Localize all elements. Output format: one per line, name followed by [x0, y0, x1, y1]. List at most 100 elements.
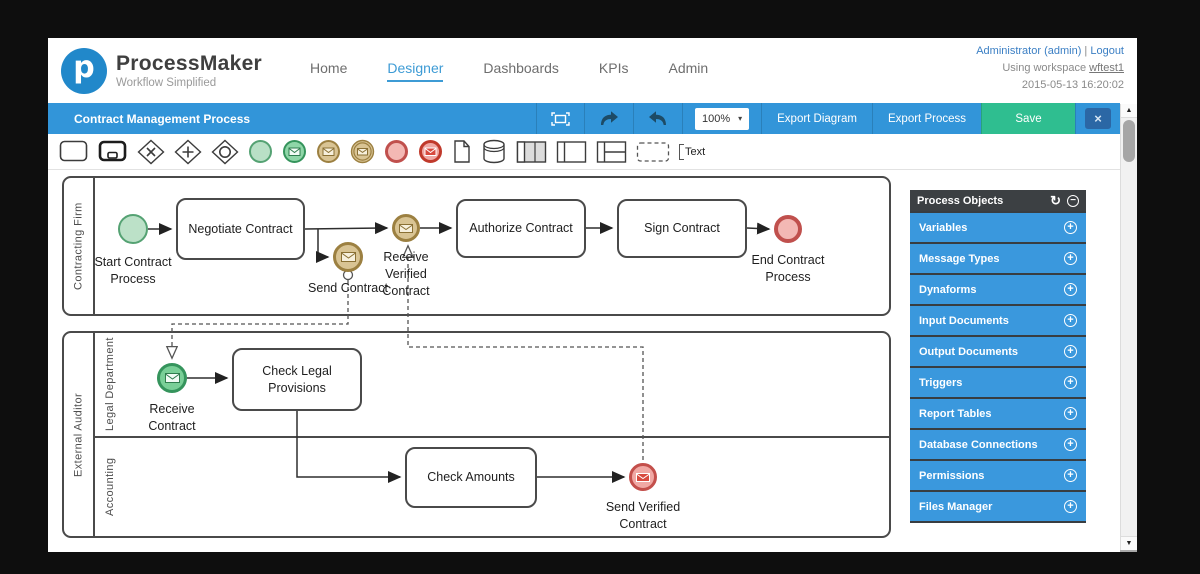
- user-info: Administrator (admin) | Logout Using wor…: [976, 43, 1124, 94]
- add-permission-icon[interactable]: +: [1064, 469, 1077, 482]
- fullscreen-icon: [551, 111, 570, 126]
- palette-pool-icon[interactable]: [556, 140, 587, 164]
- scrollbar-thumb[interactable]: [1123, 120, 1135, 162]
- task-sign-contract[interactable]: Sign Contract: [617, 199, 747, 258]
- process-objects-panel: Process Objects ↻ − Variables+ Message T…: [910, 190, 1086, 523]
- task-label: Check Amounts: [427, 470, 515, 485]
- palette-text-annotation-icon[interactable]: Text: [679, 143, 706, 160]
- send-verified-event-node[interactable]: [629, 463, 657, 491]
- add-dynaform-icon[interactable]: +: [1064, 283, 1077, 296]
- task-check-amounts[interactable]: Check Amounts: [405, 447, 537, 508]
- palette-task-icon[interactable]: [59, 140, 89, 163]
- nav-home[interactable]: Home: [310, 59, 348, 76]
- close-button-area: ×: [1075, 103, 1120, 134]
- refresh-icon[interactable]: ↻: [1050, 193, 1061, 208]
- palette-exclusive-gateway-icon[interactable]: [137, 139, 165, 165]
- workspace-prefix: Using workspace: [1002, 62, 1090, 75]
- sidebar-item-dynaforms[interactable]: Dynaforms +: [910, 275, 1086, 304]
- pool-label-band[interactable]: External Auditor: [64, 333, 95, 536]
- shape-palette: Text: [48, 134, 1120, 170]
- export-diagram-button[interactable]: Export Diagram: [761, 103, 872, 134]
- pool-contracting-firm[interactable]: Contracting Firm: [62, 176, 891, 316]
- item-label: Output Documents: [919, 345, 1018, 358]
- task-check-legal-provisions[interactable]: Check Legal Provisions: [232, 348, 362, 411]
- receive-contract-label: Receive Contract: [148, 402, 196, 433]
- logout-link[interactable]: Logout: [1090, 45, 1124, 57]
- nav-admin[interactable]: Admin: [668, 59, 709, 76]
- workspace-link[interactable]: wftest1: [1089, 62, 1124, 75]
- process-toolbar: Contract Management Process 100% ▾ Expor…: [48, 103, 1120, 134]
- processmaker-logo[interactable]: p ProcessMaker Workflow Simplified: [61, 47, 262, 94]
- vertical-scrollbar[interactable]: ▲ ▼: [1120, 104, 1137, 550]
- export-process-button[interactable]: Export Process: [872, 103, 981, 134]
- task-authorize-contract[interactable]: Authorize Contract: [456, 199, 586, 258]
- sidebar-item-message-types[interactable]: Message Types+: [910, 244, 1086, 273]
- add-database-connection-icon[interactable]: +: [1064, 438, 1077, 451]
- connectors-layer: [148, 222, 771, 483]
- sidebar-item-report-tables[interactable]: Report Tables+: [910, 399, 1086, 428]
- send-contract-label: Send Contract: [308, 281, 388, 295]
- nav-designer[interactable]: Designer: [387, 60, 444, 82]
- zoom-select[interactable]: 100% ▾: [694, 107, 750, 130]
- start-event-label: Start Contract Process: [94, 255, 172, 286]
- palette-message-throw-event-icon[interactable]: [350, 139, 375, 164]
- item-label: Triggers: [919, 376, 963, 389]
- collapse-icon[interactable]: −: [1067, 194, 1079, 207]
- palette-lane-icon[interactable]: [596, 140, 627, 164]
- palette-document-icon[interactable]: [452, 139, 472, 164]
- app-header: p ProcessMaker Workflow Simplified Home …: [48, 38, 1137, 103]
- task-label: Authorize Contract: [469, 221, 573, 236]
- undo-button[interactable]: [632, 103, 682, 134]
- receive-verified-event-node[interactable]: [392, 214, 420, 242]
- palette-data-store-icon[interactable]: [481, 139, 507, 164]
- annotation-label: Text: [685, 145, 706, 158]
- palette-end-event-icon[interactable]: [384, 139, 409, 164]
- task-negotiate-contract[interactable]: Negotiate Contract: [176, 198, 305, 260]
- scroll-down-arrow[interactable]: ▼: [1121, 536, 1137, 550]
- palette-group-icon[interactable]: [636, 141, 670, 163]
- sidebar-item-triggers[interactable]: Triggers +: [910, 368, 1086, 397]
- sidebar-item-database-connections[interactable]: Database Connections +: [910, 430, 1086, 459]
- sidebar-item-files-manager[interactable]: Files Manager+: [910, 492, 1086, 521]
- palette-message-end-event-icon[interactable]: [418, 139, 443, 164]
- diagram-canvas[interactable]: Contracting Firm External Auditor Legal …: [48, 170, 1120, 552]
- palette-pool-filled-icon[interactable]: [516, 140, 547, 164]
- palette-parallel-gateway-icon[interactable]: [174, 139, 202, 165]
- add-output-document-icon[interactable]: +: [1064, 345, 1077, 358]
- palette-inclusive-gateway-icon[interactable]: [211, 139, 239, 165]
- item-label: Database Connections: [919, 438, 1038, 451]
- admin-user-link[interactable]: Administrator (admin): [976, 45, 1082, 57]
- save-button[interactable]: Save: [981, 103, 1075, 134]
- add-input-document-icon[interactable]: +: [1064, 314, 1077, 327]
- fullscreen-button[interactable]: [535, 103, 584, 134]
- sidebar-item-input-documents[interactable]: Input Documents+: [910, 306, 1086, 335]
- nav-kpis[interactable]: KPIs: [598, 59, 629, 76]
- palette-subprocess-icon[interactable]: [98, 140, 128, 163]
- add-trigger-icon[interactable]: +: [1064, 376, 1077, 389]
- add-report-table-icon[interactable]: +: [1064, 407, 1077, 420]
- add-file-icon[interactable]: +: [1064, 500, 1077, 513]
- receive-contract-event-node[interactable]: [157, 363, 187, 393]
- scroll-up-arrow[interactable]: ▲: [1121, 104, 1137, 118]
- sidebar-item-permissions[interactable]: Permissions+: [910, 461, 1086, 490]
- palette-start-event-icon[interactable]: [248, 139, 273, 164]
- send-contract-event-node[interactable]: [333, 242, 363, 272]
- end-event-node[interactable]: [774, 215, 802, 243]
- sidebar-item-output-documents[interactable]: Output Documents +: [910, 337, 1086, 366]
- caret-down-icon: ▾: [738, 114, 743, 123]
- sidebar-item-variables[interactable]: Variables+: [910, 213, 1086, 242]
- palette-message-catch-event-icon[interactable]: [316, 139, 341, 164]
- redo-button[interactable]: [583, 103, 633, 134]
- close-designer-button[interactable]: ×: [1085, 108, 1111, 129]
- nav-dashboards[interactable]: Dashboards: [483, 59, 559, 76]
- palette-message-start-event-icon[interactable]: [282, 139, 307, 164]
- brand-text: ProcessMaker Workflow Simplified: [116, 52, 262, 89]
- item-label: Dynaforms: [919, 283, 977, 296]
- main-nav: Home Designer Dashboards KPIs Admin: [310, 60, 708, 82]
- start-event-node[interactable]: [118, 214, 148, 244]
- app-window: p ProcessMaker Workflow Simplified Home …: [48, 38, 1137, 552]
- pool-label-band[interactable]: Contracting Firm: [64, 178, 95, 314]
- add-message-type-icon[interactable]: +: [1064, 252, 1077, 265]
- add-variable-icon[interactable]: +: [1064, 221, 1077, 234]
- pool-external-auditor[interactable]: External Auditor Legal Department Accoun…: [62, 331, 891, 538]
